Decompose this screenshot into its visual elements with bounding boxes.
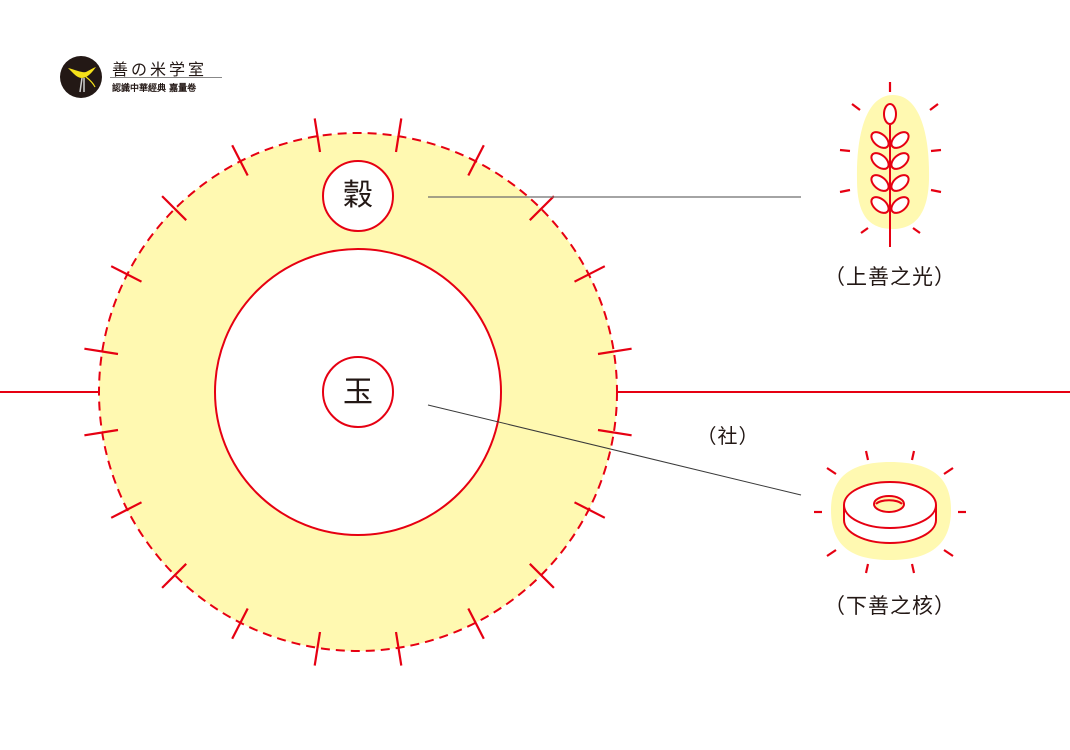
grain-char: 穀 bbox=[343, 178, 373, 213]
grain-circle bbox=[322, 160, 394, 232]
ring-tick bbox=[84, 347, 119, 356]
ring-tick bbox=[161, 563, 187, 589]
ring-tick bbox=[110, 265, 143, 283]
ring-tick bbox=[161, 195, 187, 221]
ring-tick bbox=[231, 144, 249, 177]
bird-logo-icon bbox=[60, 56, 102, 98]
jade-disc-icon bbox=[814, 450, 966, 574]
jade-connector-line bbox=[427, 404, 802, 496]
outer-ring-ticks bbox=[84, 118, 632, 666]
lower-caption: （下善之核） bbox=[824, 594, 956, 618]
ring-tick bbox=[597, 428, 632, 437]
wheat-icon bbox=[839, 82, 942, 247]
jade-char: 玉 bbox=[343, 375, 373, 410]
brand-logo: 善の米学室 認識中華經典 嘉量卷 bbox=[60, 56, 230, 100]
brand-title: 善の米学室 bbox=[112, 60, 208, 79]
ring-tick bbox=[313, 118, 322, 153]
society-label: （社） bbox=[696, 424, 760, 448]
ring-tick bbox=[573, 501, 606, 519]
ring-tick bbox=[394, 118, 403, 153]
brand-divider bbox=[110, 77, 222, 78]
ring-tick bbox=[394, 631, 403, 666]
ring-tick bbox=[110, 501, 143, 519]
jade-circle bbox=[322, 356, 394, 428]
ring-tick bbox=[529, 195, 555, 221]
ring-tick bbox=[467, 607, 485, 640]
ring-tick bbox=[529, 563, 555, 589]
upper-caption: （上善之光） bbox=[824, 265, 956, 289]
ring-tick bbox=[467, 144, 485, 177]
ring-tick bbox=[573, 265, 606, 283]
ring-tick bbox=[231, 607, 249, 640]
ring-tick bbox=[84, 428, 119, 437]
ring-tick bbox=[313, 631, 322, 666]
ring-tick bbox=[597, 347, 632, 356]
brand-subtitle: 認識中華經典 嘉量卷 bbox=[112, 84, 197, 94]
